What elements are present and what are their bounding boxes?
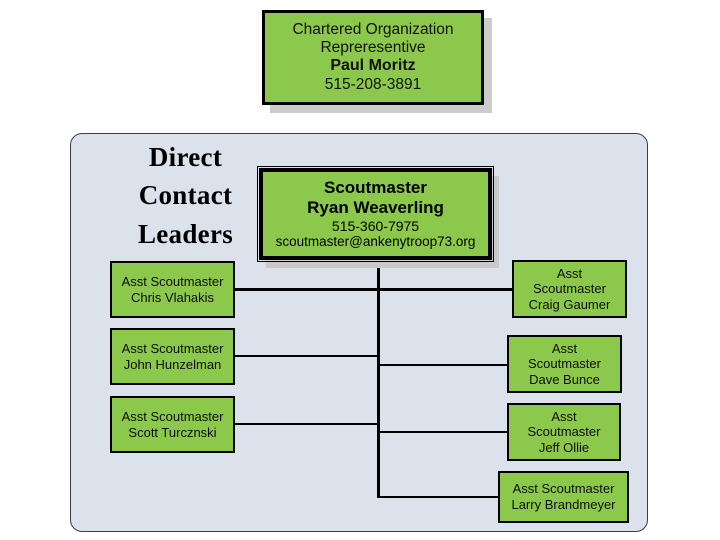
scoutmaster-phone: 515-360-7975 [331, 217, 420, 234]
asst-scoutmaster-box-craig-gaumer[interactable]: Asst Scoutmaster Craig Gaumer [512, 260, 627, 318]
chartered-org-box[interactable]: Chartered Organization Repreresentive Pa… [262, 10, 484, 105]
connector-branch-left-turcznski [233, 423, 379, 425]
asst-scoutmaster-box-larry-brandmeyer[interactable]: Asst Scoutmaster Larry Brandmeyer [498, 471, 629, 523]
asst-name-label: Chris Vlahakis [130, 289, 215, 305]
asst-role-label: Asst Scoutmaster [512, 481, 615, 497]
asst-scoutmaster-box-dave-bunce[interactable]: Asst Scoutmaster Dave Bunce [507, 335, 622, 393]
asst-role-label: Asst Scoutmaster [121, 408, 224, 424]
asst-name-label: Craig Gaumer [528, 296, 611, 312]
asst-name-label: Jeff Ollie [538, 439, 590, 455]
scoutmaster-title: Scoutmaster [324, 178, 427, 198]
chartered-org-role-line1: Chartered Organization [292, 20, 454, 38]
heading-line-3: Leaders [137, 218, 234, 249]
scoutmaster-box[interactable]: Scoutmaster Ryan Weaverling 515-360-7975… [257, 166, 494, 262]
asst-scoutmaster-box-john-hunzelman[interactable]: Asst Scoutmaster John Hunzelman [110, 328, 235, 385]
chartered-org-phone: 515-208-3891 [324, 76, 422, 94]
asst-role-label: Asst Scoutmaster [121, 273, 224, 289]
asst-name-label: Dave Bunce [529, 371, 600, 387]
asst-role-line2: Scoutmaster [527, 424, 601, 440]
asst-scoutmaster-box-jeff-ollie[interactable]: Asst Scoutmaster Jeff Ollie [507, 403, 621, 461]
asst-role-line2: Scoutmaster [528, 356, 601, 372]
connector-branch-top [233, 288, 516, 291]
heading-line-2: Contact [138, 180, 233, 211]
connector-branch-right-bunce [377, 364, 511, 366]
asst-name-label: John Hunzelman [123, 356, 222, 372]
asst-scoutmaster-box-chris-vlahakis[interactable]: Asst Scoutmaster Chris Vlahakis [110, 261, 235, 318]
asst-role-line1: Asst [556, 265, 583, 281]
scoutmaster-name: Ryan Weaverling [307, 198, 444, 218]
asst-name-label: Larry Brandmeyer [511, 497, 616, 512]
connector-trunk-vertical [377, 258, 380, 498]
connector-branch-right-brandmeyer [377, 496, 503, 498]
heading-line-1: Direct [148, 142, 223, 172]
page-title: Direct Contact Leaders [113, 138, 258, 253]
chartered-org-role-line2: Repreresentive [320, 38, 426, 56]
asst-role-line1: Asst [551, 340, 578, 356]
connector-branch-right-ollie [377, 431, 511, 433]
scoutmaster-email[interactable]: scoutmaster@ankenytroop73.org [275, 234, 476, 249]
asst-role-line2: Scoutmaster [533, 281, 606, 297]
asst-role-label: Asst Scoutmaster [121, 340, 224, 356]
connector-branch-left-hunzelman [233, 355, 379, 357]
asst-role-line1: Asst [551, 408, 577, 424]
asst-scoutmaster-box-scott-turcznski[interactable]: Asst Scoutmaster Scott Turcznski [110, 396, 235, 453]
chartered-org-name: Paul Moritz [330, 57, 416, 75]
asst-name-label: Scott Turcznski [128, 424, 217, 440]
